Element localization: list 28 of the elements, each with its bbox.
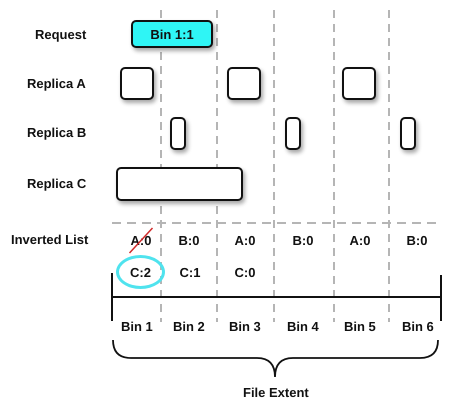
bin-label: Bin 3 — [229, 318, 261, 334]
bin-label: Bin 2 — [173, 318, 205, 334]
data-block — [227, 67, 261, 100]
bin-label: Bin 1 — [121, 318, 153, 334]
request-bar: Bin 1:1 — [131, 20, 213, 48]
bin-label: Bin 6 — [402, 318, 434, 334]
row-label: Request — [35, 26, 86, 42]
row-label: Inverted List — [11, 232, 88, 246]
data-block — [120, 67, 154, 100]
list-entry: B:0 — [292, 232, 314, 248]
list-entry: A:0 — [234, 232, 256, 248]
list-entry: B:0 — [406, 232, 428, 248]
circled-list-entry: C:2 — [116, 255, 165, 289]
list-entry: B:0 — [178, 232, 200, 248]
data-block — [400, 117, 416, 150]
bin-label: Bin 5 — [344, 318, 376, 334]
list-entry: A:0 — [350, 232, 370, 248]
data-block — [116, 167, 243, 201]
list-entry: C:1 — [180, 264, 200, 280]
row-label: Replica C — [27, 176, 86, 190]
data-block — [285, 117, 301, 150]
row-label: Replica B — [27, 124, 86, 140]
brace-label: File Extent — [243, 384, 309, 400]
bin-label: Bin 4 — [287, 318, 319, 334]
row-label: Replica A — [27, 76, 86, 90]
list-entry: C:0 — [234, 264, 256, 280]
data-block — [170, 117, 186, 150]
data-block — [342, 67, 376, 100]
